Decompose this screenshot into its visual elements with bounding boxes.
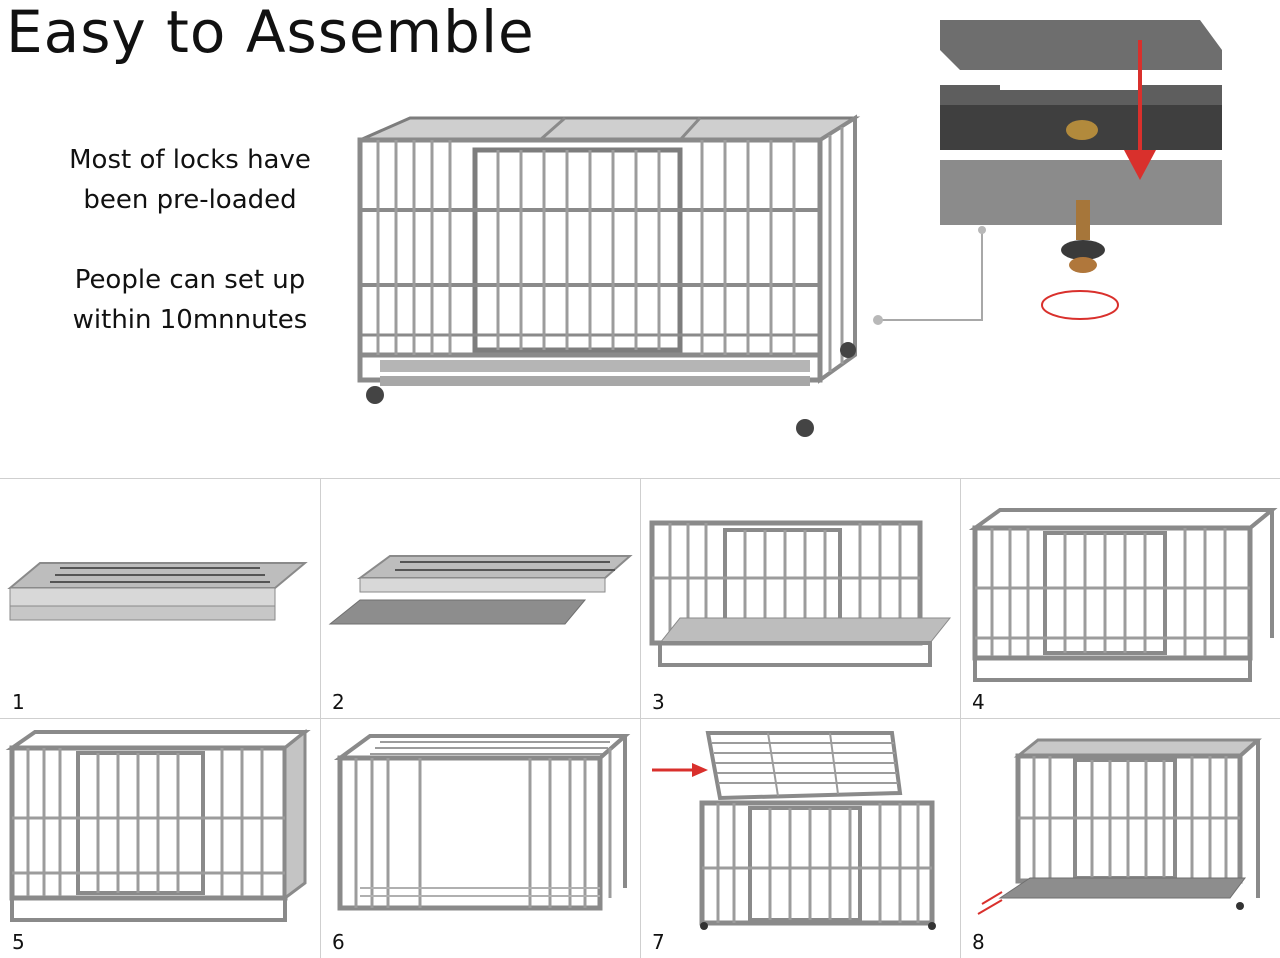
step-7-illustration — [652, 731, 936, 930]
step-2-illustration — [328, 555, 633, 625]
step-number: 1 — [12, 690, 25, 714]
step-4-cell: 4 — [960, 478, 1280, 718]
step-number: 4 — [972, 690, 985, 714]
step-number: 6 — [332, 930, 345, 954]
note-line-4: within 10mnnutes — [72, 305, 308, 335]
step-6-illustration — [333, 734, 631, 911]
setup-time-note: People can set up within 10mnnutes — [30, 260, 350, 340]
lock-detail-illustration — [940, 10, 1222, 320]
detail-callout-line — [873, 226, 986, 325]
step-number: 2 — [332, 690, 345, 714]
step-1-cell: 1 — [0, 478, 320, 718]
step-number: 7 — [652, 930, 665, 954]
step-8-cell: 8 — [960, 718, 1280, 958]
step-8-illustration — [977, 738, 1262, 915]
step-4-illustration — [968, 508, 1278, 682]
page-title: Easy to Assemble — [6, 0, 535, 66]
note-line-1: Most of locks have — [69, 145, 311, 175]
step-1-illustration — [7, 562, 308, 621]
step-number: 5 — [12, 930, 25, 954]
grid-line — [960, 478, 961, 958]
assembled-cage-illustration — [357, 114, 861, 437]
step-3-cell: 3 — [640, 478, 960, 718]
grid-line — [640, 478, 641, 958]
grid-line — [320, 478, 321, 958]
step-5-illustration — [5, 728, 311, 922]
step-3-illustration — [649, 520, 952, 667]
note-line-3: People can set up — [74, 265, 306, 295]
step-number: 3 — [652, 690, 665, 714]
step-5-cell: 5 — [0, 718, 320, 958]
step-2-cell: 2 — [320, 478, 640, 718]
step-7-cell: 7 — [640, 718, 960, 958]
note-line-2: been pre-loaded — [83, 185, 297, 215]
assembly-steps-grid: 1 2 3 — [0, 478, 1280, 958]
step-number: 8 — [972, 930, 985, 954]
preloaded-locks-note: Most of locks have been pre-loaded — [30, 140, 350, 220]
step-6-cell: 6 — [320, 718, 640, 958]
